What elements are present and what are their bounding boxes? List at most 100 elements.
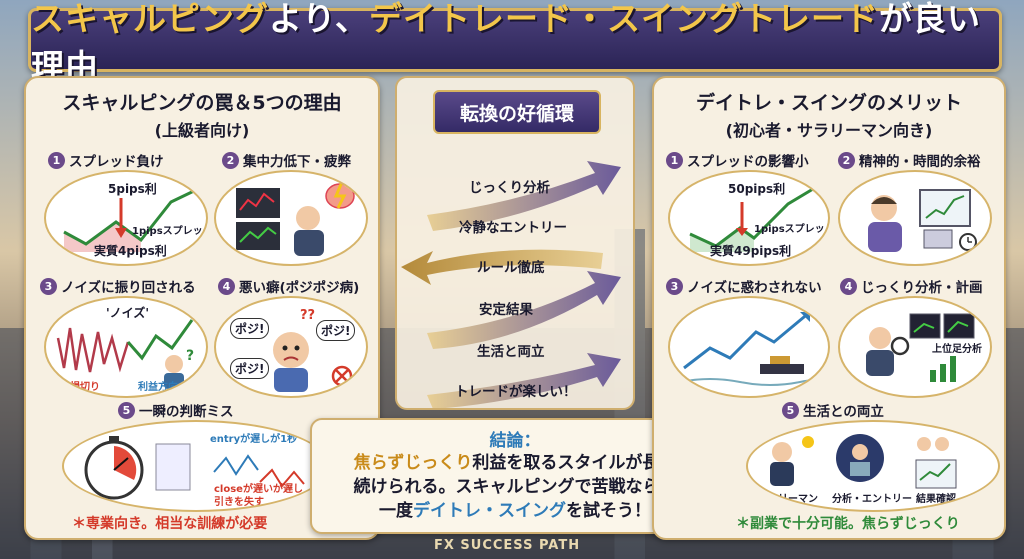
conclusion-line-3-pre: 一度 (379, 501, 413, 521)
stop-loss-label: 損切り (70, 382, 100, 393)
small-spread-chart-icon (689, 184, 819, 252)
noise-chart-illustration: ? 'ノイズ' 損切り 利益方向 (44, 296, 208, 398)
cycle-step-4: 安定結果 (479, 302, 533, 318)
left-item-2-label: 集中力低下・疲弊 (243, 154, 351, 170)
page-title: スキャルピングより、デイトレード・スイングトレードが良い理由 (31, 0, 999, 88)
cycle-step-1: じっくり分析 (469, 180, 550, 196)
left-item-4-label: 悪い癖(ポジポジ病) (239, 280, 360, 296)
conclusion-title: 結論： (489, 431, 541, 451)
right-panel-subheading: (初心者・サラリーマン向き) (725, 121, 933, 140)
right-item-3-label: ノイズに惑わされない (687, 280, 822, 296)
right-panel-header: デイトレ・スイングのメリット (初心者・サラリーマン向き) (654, 88, 1004, 141)
left-item-5-label: 一瞬の判断ミス (139, 404, 234, 420)
result-check-label: 結果確認 (916, 494, 956, 505)
posi-bubble-1: ポジ! (230, 318, 270, 339)
net-pips-label: 実質49pips利 (710, 244, 792, 258)
close-delay-label: closeが遅いが遅し (214, 484, 303, 495)
lifestyle-icons (770, 434, 957, 489)
number-badge: 5 (782, 401, 799, 419)
spread-chart-icon (63, 188, 197, 252)
right-panel-note: ＊副業で十分可能。焦らずじっくり (736, 516, 960, 532)
net-pips-label: 実質4pips利 (94, 244, 167, 258)
svg-text:?: ? (186, 348, 194, 364)
number-badge: 2 (222, 151, 239, 169)
number-badge: 1 (666, 151, 683, 169)
analysis-illustration: 上位足分析 (838, 296, 992, 398)
number-badge: 2 (838, 151, 855, 169)
number-badge: 4 (218, 277, 235, 295)
question-marks: ?? (300, 308, 316, 323)
analysis-entry-label: 分析・エントリー (832, 494, 912, 505)
title-part-daytrade: デイトレード・スイングトレード (369, 0, 880, 38)
calm-trend-illustration (668, 296, 830, 398)
stopwatch-icon (84, 436, 305, 500)
bad-habit-illustration: ポジ! ポジ! ポジ! ?? (214, 296, 368, 398)
noise-label: 'ノイズ' (106, 306, 149, 320)
cycle-panel: 転換の好循環 じっくり分析 冷静なエントリー ルール徹底 安定結果 生活と両立 … (395, 76, 635, 410)
number-badge: 4 (840, 277, 857, 295)
right-panel-heading: デイトレ・スイングのメリット (695, 92, 962, 114)
tired-trader-illustration (214, 170, 368, 266)
conclusion-line-1-rest: 利益を取るスタイルが長く (472, 453, 677, 473)
conclusion-line-1: 焦らずじっくり利益を取るスタイルが長く (312, 451, 718, 475)
title-part-yori: より、 (269, 0, 370, 38)
right-item-4-label: じっくり分析・計画 (861, 280, 983, 296)
number-badge: 1 (48, 151, 65, 169)
title-part-scalping: スキャルピング (31, 0, 269, 38)
spread-chart-illustration: 5pips利 1pipsスプレッド 実質4pips利 (44, 170, 208, 266)
analysis-desk-icon (866, 313, 975, 382)
higher-timeframe-label: 上位足分析 (932, 344, 982, 355)
right-item-5-label: 生活との両立 (803, 404, 884, 420)
noise-chart-icon: ? (56, 319, 194, 389)
cycle-step-6: トレードが楽しい！ (455, 384, 577, 400)
cycle-step-2: 冷静なエントリー (459, 220, 567, 236)
left-item-1-label: スプレッド負け (69, 154, 164, 170)
ship-trend-icon (679, 310, 828, 386)
cycle-title: 転換の好循環 (433, 90, 601, 134)
right-item-2-label: 精神的・時間的余裕 (859, 154, 981, 170)
salaryman-label: サラリーマン (758, 494, 818, 505)
timing-illustration: entryが遅しが1秒 closeが遅いが遅し 引きを失す (62, 420, 330, 512)
posi-bubble-2: ポジ! (316, 320, 356, 341)
conclusion-box: 結論： 焦らずじっくり利益を取るスタイルが長く 続けられる。スキャルピングで苦戦… (310, 418, 720, 534)
left-panel-header: スキャルピングの罠＆5つの理由 (上級者向け) (26, 88, 378, 141)
right-item-1-label: スプレッドの影響小 (687, 154, 809, 170)
number-badge: 3 (666, 277, 683, 295)
small-spread-illustration: 50pips利 1pipsスプレッド 実質49pips利 (668, 170, 830, 266)
conclusion-highlight-2: デイトレ・スイング (413, 501, 566, 521)
conclusion-line-3: 一度デイトレ・スイングを試そう！ (312, 499, 718, 523)
posi-bubble-3: ポジ! (230, 358, 270, 379)
five-pips-label: 5pips利 (108, 182, 157, 196)
left-panel-heading: スキャルピングの罠＆5つの理由 (62, 92, 342, 114)
tired-trader-icon (236, 181, 355, 256)
entry-delay-label: entryが遅しが1秒 (210, 434, 298, 445)
cycle-arrows-graphic (401, 161, 621, 408)
relaxed-trader-illustration (838, 170, 992, 266)
conclusion-highlight-1: 焦らずじっくり (353, 453, 473, 473)
number-badge: 5 (118, 401, 135, 419)
missed-exit-label: 引きを失す (214, 497, 264, 508)
left-item-3-label: ノイズに振り回される (61, 280, 196, 296)
fifty-pips-label: 50pips利 (728, 182, 786, 196)
cycle-step-3: ルール徹底 (477, 260, 545, 276)
worried-face-icon (273, 332, 353, 392)
title-banner: スキャルピングより、デイトレード・スイングトレードが良い理由 (28, 0, 1002, 86)
number-badge: 3 (40, 277, 57, 295)
footer-logo-text: FX SUCCESS PATH (434, 538, 581, 553)
profit-direction-label: 利益方向 (138, 382, 178, 393)
spread-label: 1pipsスプレッド (132, 226, 208, 237)
conclusion-line-2: 続けられる。スキャルピングで苦戦なら、 (353, 477, 677, 497)
cycle-step-5: 生活と両立 (477, 344, 545, 360)
